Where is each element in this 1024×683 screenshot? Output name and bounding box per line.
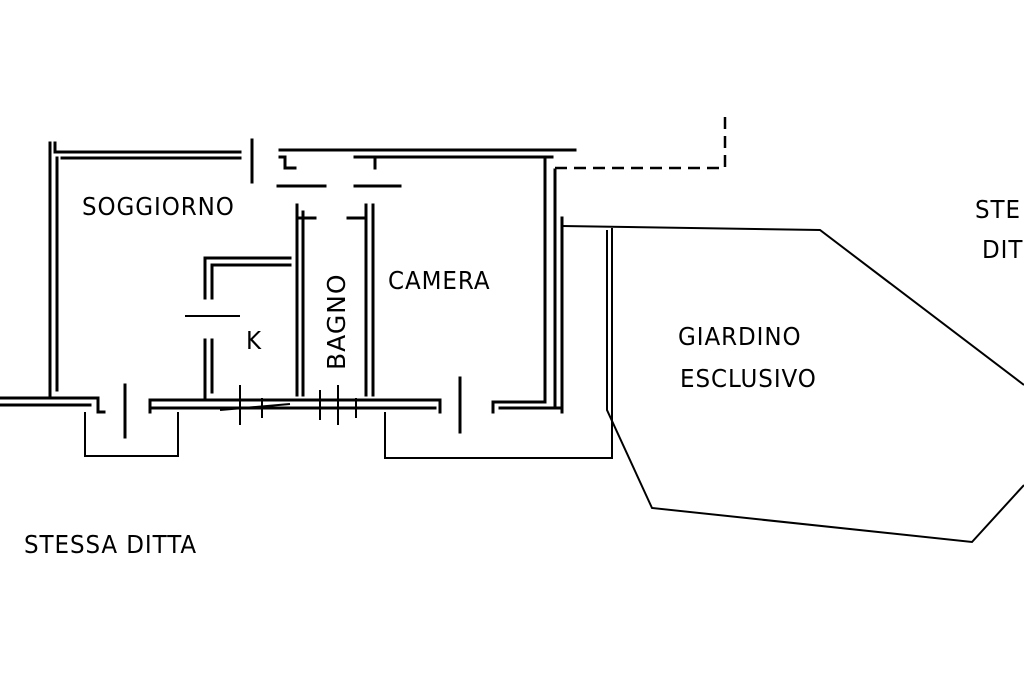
neighbor-label-bottom-left: STESSA DITTA (24, 530, 198, 559)
neighbor-label-right-line1: STE (975, 195, 1021, 224)
bottom-wall (0, 376, 564, 439)
balconies (84, 228, 613, 459)
garden-outline (561, 225, 1024, 544)
top-wall (53, 138, 577, 184)
kitchen-walls (203, 256, 292, 402)
bathroom-walls (295, 203, 375, 397)
right-wall (543, 115, 727, 414)
bottom-wall-details (219, 385, 357, 425)
garden-label-line2: ESCLUSIVO (680, 364, 817, 393)
neighbor-label-right-line2: DIT (982, 235, 1024, 264)
room-label-camera: CAMERA (388, 266, 491, 295)
room-label-bagno: BAGNO (322, 273, 351, 370)
room-label-kitchen: K (246, 326, 263, 355)
left-wall (48, 141, 59, 399)
garden-label-line1: GIARDINO (678, 322, 802, 351)
top-doors (185, 184, 402, 317)
room-label-soggiorno: SOGGIORNO (82, 192, 235, 221)
